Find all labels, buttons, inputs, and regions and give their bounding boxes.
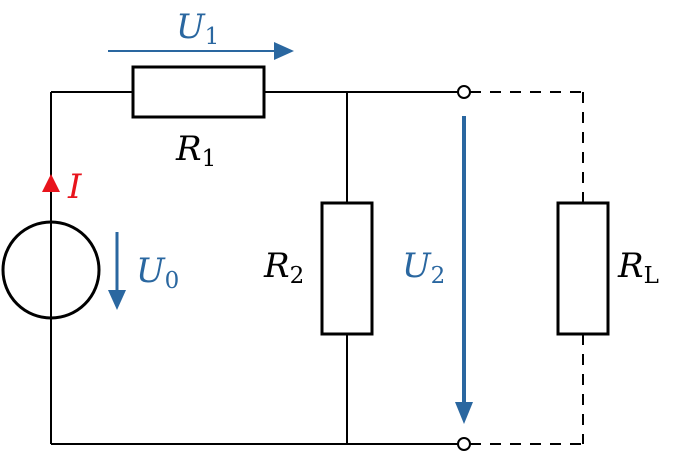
label-current: I [67, 167, 82, 207]
u1-arrow-head [274, 42, 294, 60]
resistor-r1 [131, 65, 266, 119]
label-u2: U2 [402, 246, 445, 289]
terminal-top [457, 85, 471, 99]
voltage-source [1, 220, 101, 320]
label-u0: U0 [136, 251, 179, 294]
u2-arrow [455, 116, 473, 424]
terminal-bottom [457, 437, 471, 451]
u0-arrow-head [108, 290, 126, 310]
u2-arrow-head [455, 402, 473, 424]
label-rl: RL [617, 246, 659, 289]
label-u1: U1 [176, 7, 219, 50]
label-r2: R2 [263, 246, 304, 289]
u0-arrow [108, 232, 126, 310]
resistor-rl [556, 201, 610, 336]
current-arrow-head [42, 174, 60, 192]
label-r1: R1 [175, 129, 216, 172]
resistor-r2 [320, 201, 374, 336]
u1-arrow [108, 42, 294, 60]
wires [50, 91, 458, 445]
